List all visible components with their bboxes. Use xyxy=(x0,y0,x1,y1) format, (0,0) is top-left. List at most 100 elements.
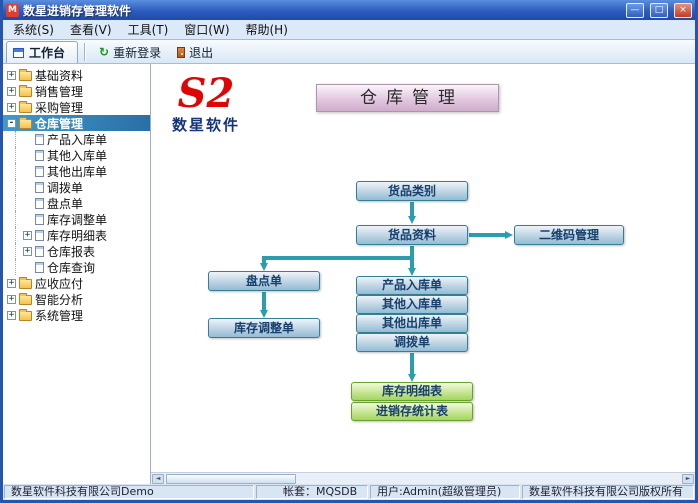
flow-node-other-outbound[interactable]: 其他出库单 xyxy=(356,314,468,333)
menu-bar: 系统(S) 查看(V) 工具(T) 窗口(W) 帮助(H) xyxy=(3,20,695,40)
logo-subtitle: 数星软件 xyxy=(171,116,240,134)
document-icon xyxy=(35,133,44,145)
tree-item-warehouse-query[interactable]: 仓库查询 xyxy=(3,259,150,275)
document-icon xyxy=(35,261,44,273)
title-bar: M 数星进销存管理软件 — □ × xyxy=(3,0,695,20)
status-account-set: 帐套：MQSDB xyxy=(256,485,368,499)
tree-item-purchase[interactable]: + 采购管理 xyxy=(3,99,150,115)
tree-item-stock-detail[interactable]: + 库存明细表 xyxy=(3,227,150,243)
flow-node-stock-detail-report[interactable]: 库存明细表 xyxy=(351,382,473,401)
expand-toggle-icon[interactable]: + xyxy=(23,245,32,256)
folder-icon xyxy=(19,293,32,305)
document-icon xyxy=(35,245,44,257)
tree-item-label: 仓库查询 xyxy=(47,260,96,275)
tree-item-smart-analysis[interactable]: + 智能分析 xyxy=(3,291,150,307)
flow-node-stock-adjust[interactable]: 库存调整单 xyxy=(208,318,320,338)
document-icon xyxy=(35,165,44,177)
tree-item-receivable-payable[interactable]: + 应收应付 xyxy=(3,275,150,291)
tree-item-sales[interactable]: + 销售管理 xyxy=(3,83,150,99)
relogin-label: 重新登录 xyxy=(113,45,162,60)
folder-icon xyxy=(19,69,32,81)
expand-toggle-icon[interactable]: + xyxy=(7,69,16,80)
app-icon: M xyxy=(6,3,19,17)
document-icon xyxy=(35,181,44,193)
tab-workbench[interactable]: 工作台 xyxy=(6,41,79,63)
status-copyright: 数星软件科技有限公司版权所有 xyxy=(522,485,694,499)
tree-item-label: 产品入库单 xyxy=(47,132,108,147)
workspace: S2 数星软件 仓库管理 货品类别 货品资料 二维码管理 盘点单 库存调整单 产… xyxy=(151,64,695,484)
toolbar: 工作台 ↻ 重新登录 退出 xyxy=(3,40,695,64)
window-title: 数星进销存管理软件 xyxy=(23,3,132,18)
toolbar-separator xyxy=(84,43,86,61)
main-area: + 基础资料 + 销售管理 + 采购管理 - 仓库管理 xyxy=(3,64,695,484)
folder-icon xyxy=(19,309,32,321)
flow-node-goods-info[interactable]: 货品资料 xyxy=(356,225,468,245)
flow-node-stocktake[interactable]: 盘点单 xyxy=(208,271,320,291)
expand-toggle-icon[interactable]: + xyxy=(7,101,16,112)
tree-item-label: 智能分析 xyxy=(35,292,84,307)
tree-item-other-outbound[interactable]: 其他出库单 xyxy=(3,163,150,179)
folder-icon xyxy=(19,85,32,97)
menu-help[interactable]: 帮助(H) xyxy=(245,23,288,37)
expand-toggle-icon[interactable]: + xyxy=(7,309,16,320)
logo-s2-text: S2 xyxy=(177,70,235,117)
relogin-button[interactable]: ↻ 重新登录 xyxy=(91,42,169,62)
tree-item-label: 库存明细表 xyxy=(47,228,108,243)
menu-view[interactable]: 查看(V) xyxy=(69,23,112,37)
tree-item-label: 应收应付 xyxy=(35,276,84,291)
tree-item-label: 其他入库单 xyxy=(47,148,108,163)
flow-node-other-inbound[interactable]: 其他入库单 xyxy=(356,295,468,314)
status-user: 用户:Admin(超级管理员) xyxy=(370,485,520,499)
tree-item-label: 仓库报表 xyxy=(47,244,96,259)
scroll-left-icon[interactable]: ◄ xyxy=(152,473,164,484)
tree-item-system-mgmt[interactable]: + 系统管理 xyxy=(3,307,150,323)
flow-node-stats-report[interactable]: 进销存统计表 xyxy=(351,402,473,421)
expand-toggle-icon[interactable]: + xyxy=(7,85,16,96)
tree-item-label: 销售管理 xyxy=(35,84,84,99)
flow-node-product-inbound[interactable]: 产品入库单 xyxy=(356,276,468,295)
menu-tools[interactable]: 工具(T) xyxy=(127,23,169,37)
tab-workbench-label: 工作台 xyxy=(29,46,66,60)
tree-item-other-inbound[interactable]: 其他入库单 xyxy=(3,147,150,163)
scroll-right-icon[interactable]: ► xyxy=(682,473,694,484)
tree-item-basic-data[interactable]: + 基础资料 xyxy=(3,67,150,83)
window-icon xyxy=(13,47,24,58)
exit-button[interactable]: 退出 xyxy=(169,42,221,62)
flow-node-goods-category[interactable]: 货品类别 xyxy=(356,181,468,201)
tree-item-label: 基础资料 xyxy=(35,68,84,83)
folder-icon xyxy=(19,117,32,129)
horizontal-scrollbar[interactable]: ◄ ► xyxy=(151,472,695,484)
folder-icon xyxy=(19,101,32,113)
tree-item-label: 调拨单 xyxy=(47,180,84,195)
menu-window[interactable]: 窗口(W) xyxy=(184,23,230,37)
menu-system[interactable]: 系统(S) xyxy=(13,23,54,37)
tree-item-label: 仓库管理 xyxy=(35,116,84,131)
flow-node-transfer[interactable]: 调拨单 xyxy=(356,333,468,352)
tree-item-stocktake[interactable]: 盘点单 xyxy=(3,195,150,211)
status-company: 数星软件科技有限公司Demo xyxy=(4,485,254,499)
expand-toggle-icon[interactable]: + xyxy=(23,229,32,240)
expand-toggle-icon[interactable]: + xyxy=(7,293,16,304)
folder-icon xyxy=(19,277,32,289)
tree-item-warehouse[interactable]: - 仓库管理 xyxy=(3,115,150,131)
tree-item-transfer[interactable]: 调拨单 xyxy=(3,179,150,195)
tree-item-product-inbound[interactable]: 产品入库单 xyxy=(3,131,150,147)
scrollbar-thumb[interactable] xyxy=(166,473,296,484)
exit-door-icon xyxy=(177,46,186,58)
document-icon xyxy=(35,229,44,241)
tree-item-label: 库存调整单 xyxy=(47,212,108,227)
expand-toggle-icon[interactable]: + xyxy=(7,277,16,288)
collapse-toggle-icon[interactable]: - xyxy=(7,117,16,128)
minimize-button[interactable]: — xyxy=(626,2,644,18)
refresh-icon: ↻ xyxy=(99,45,110,59)
status-bar: 数星软件科技有限公司Demo 帐套：MQSDB 用户:Admin(超级管理员) … xyxy=(3,484,695,500)
flow-node-qrcode-mgmt[interactable]: 二维码管理 xyxy=(514,225,624,245)
flow-connectors xyxy=(260,202,513,382)
document-icon xyxy=(35,197,44,209)
tree-item-label: 系统管理 xyxy=(35,308,84,323)
tree-item-stock-adjust[interactable]: 库存调整单 xyxy=(3,211,150,227)
maximize-button[interactable]: □ xyxy=(650,2,668,18)
close-button[interactable]: × xyxy=(674,2,692,18)
tree-item-warehouse-report[interactable]: + 仓库报表 xyxy=(3,243,150,259)
